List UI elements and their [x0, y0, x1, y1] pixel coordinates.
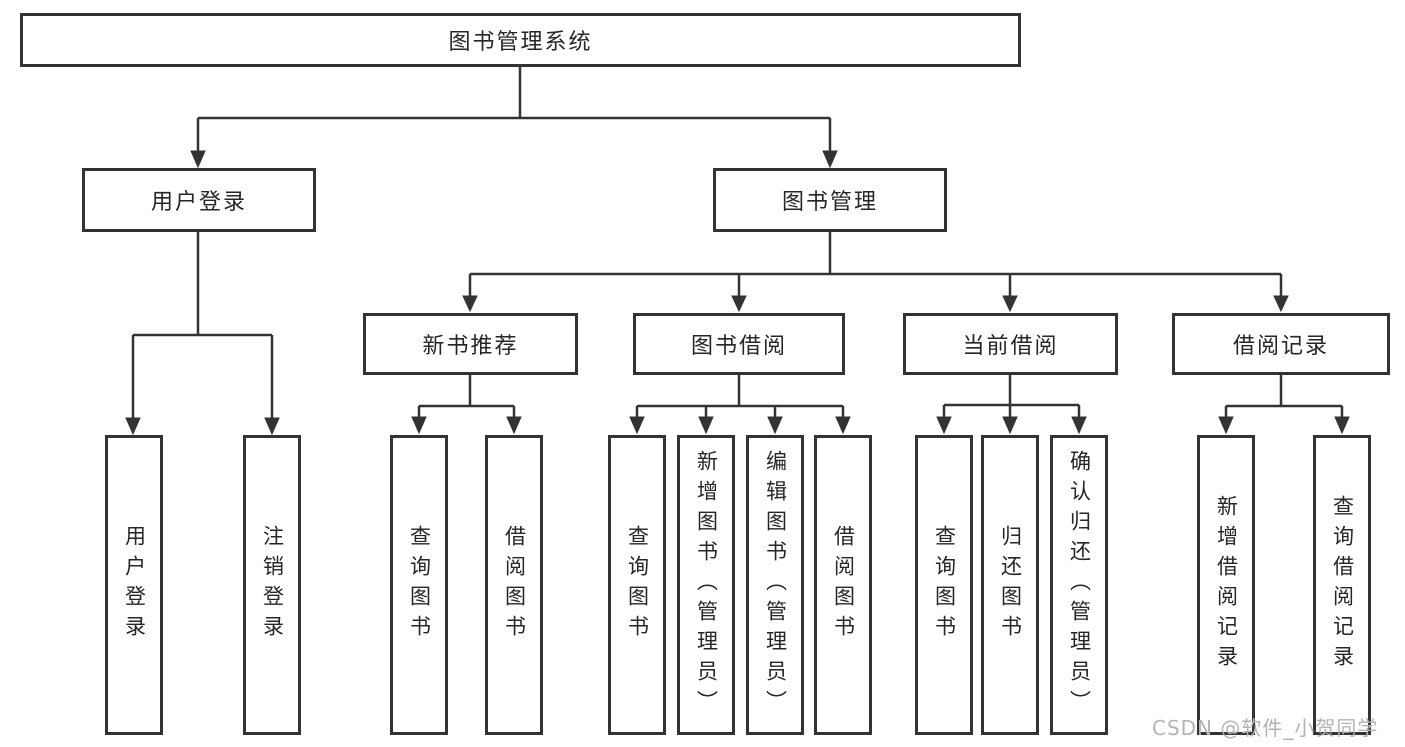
node-add-borrow-record-label: 新增借阅记录 [1214, 495, 1239, 675]
node-logout-leaf: 注销登录 [243, 435, 301, 735]
node-query-books-current-label: 查询图书 [932, 525, 957, 645]
node-return-book: 归还图书 [981, 435, 1039, 735]
node-logout-leaf-label: 注销登录 [260, 525, 285, 645]
node-book-management-module-label: 图书管理 [781, 190, 878, 215]
node-query-books-borrow-label: 查询图书 [625, 525, 650, 645]
node-query-borrow-record-label: 查询借阅记录 [1330, 495, 1355, 675]
node-confirm-return-admin-label: 确认归还（管理员） [1067, 450, 1092, 720]
node-book-management-module: 图书管理 [713, 168, 947, 232]
node-add-book-admin-label: 新增图书（管理员） [694, 450, 719, 720]
connector-new-book-children [411, 375, 522, 435]
node-query-borrow-record: 查询借阅记录 [1313, 435, 1371, 735]
watermark: CSDN @软件_小贺同学 [1152, 716, 1379, 740]
node-library-system: 图书管理系统 [20, 13, 1021, 67]
node-user-login-module: 用户登录 [82, 168, 316, 232]
node-user-login-leaf: 用户登录 [105, 435, 163, 735]
connector-book-mgmt-children [462, 232, 1289, 313]
connector-root-to-level2 [190, 67, 838, 169]
node-current-borrow-label: 当前借阅 [962, 334, 1059, 359]
node-new-book-recommend: 新书推荐 [363, 313, 578, 375]
node-confirm-return-admin: 确认归还（管理员） [1050, 435, 1108, 735]
node-add-book-admin: 新增图书（管理员） [677, 435, 735, 735]
node-user-login-module-label: 用户登录 [150, 190, 247, 215]
node-book-borrow-label: 图书借阅 [690, 334, 787, 359]
node-borrow-books-leaf: 借阅图书 [814, 435, 872, 735]
node-library-system-label: 图书管理系统 [448, 30, 593, 55]
node-borrow-books-leaf-label: 借阅图书 [831, 525, 856, 645]
node-return-book-label: 归还图书 [998, 525, 1023, 645]
node-new-book-recommend-label: 新书推荐 [422, 334, 519, 359]
node-borrow-records: 借阅记录 [1172, 313, 1390, 375]
node-query-books-current: 查询图书 [915, 435, 973, 735]
node-user-login-leaf-label: 用户登录 [122, 525, 147, 645]
node-edit-book-admin-label: 编辑图书（管理员） [763, 450, 788, 720]
connector-book-borrow-children [629, 375, 851, 435]
node-add-borrow-record: 新增借阅记录 [1197, 435, 1255, 735]
node-borrow-records-label: 借阅记录 [1232, 334, 1329, 359]
connector-borrow-record-children [1218, 375, 1350, 435]
node-borrow-books-recommend: 借阅图书 [485, 435, 543, 735]
node-current-borrow: 当前借阅 [903, 313, 1118, 375]
node-borrow-books-recommend-label: 借阅图书 [502, 525, 527, 645]
connector-current-borrow-children [936, 375, 1087, 435]
node-book-borrow: 图书借阅 [633, 313, 845, 375]
node-query-books-borrow: 查询图书 [608, 435, 666, 735]
node-query-books-recommend: 查询图书 [390, 435, 448, 735]
node-edit-book-admin: 编辑图书（管理员） [746, 435, 804, 735]
connector-user-login-children [125, 232, 280, 436]
node-query-books-recommend-label: 查询图书 [407, 525, 432, 645]
